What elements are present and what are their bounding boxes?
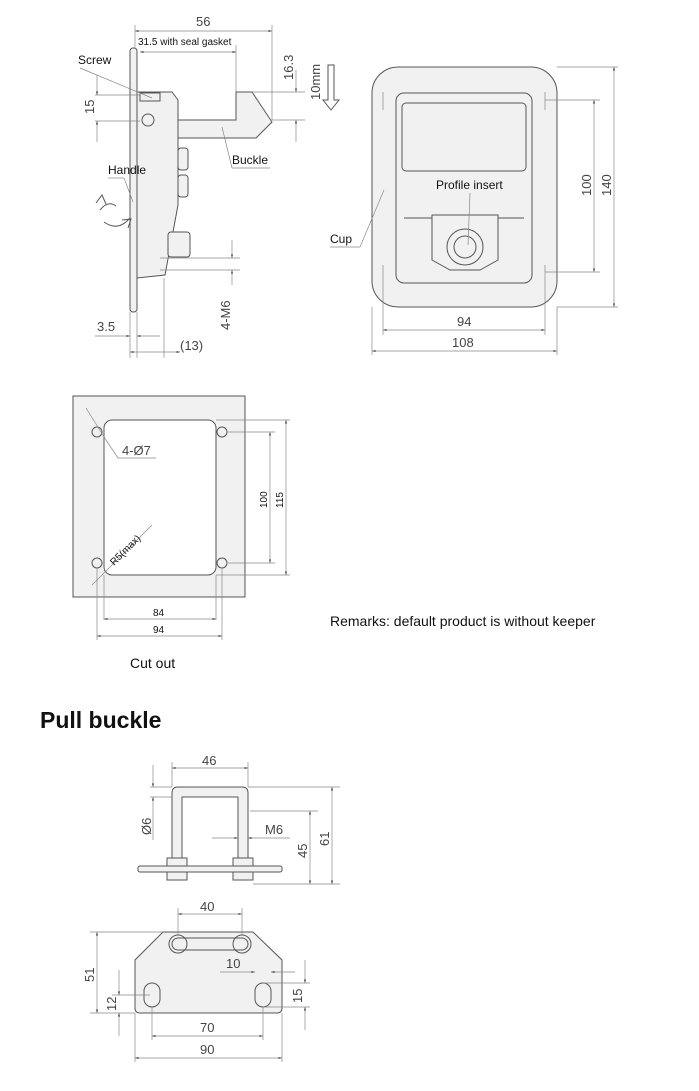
remarks: Remarks: default product is without keep… [330, 613, 596, 629]
handle-paddle [401, 102, 527, 172]
dim-10mm: 10mm [308, 64, 323, 100]
cutout-opening [103, 419, 217, 576]
cutout-caption: Cut out [130, 655, 175, 671]
dim-100: 100 [579, 174, 594, 196]
side-view: 56 31.5 with seal gasket 16.3 10mm 15 4-… [78, 14, 341, 358]
screw-hole [141, 113, 155, 127]
label-buckle: Buckle [232, 153, 268, 167]
dim-gasket: 31.5 with seal gasket [138, 37, 232, 48]
latch-body [136, 91, 179, 279]
dim-16-3: 16.3 [281, 55, 296, 80]
dim-90: 90 [200, 1042, 214, 1057]
dim-108: 108 [452, 335, 474, 350]
dim-15: 15 [290, 989, 305, 1003]
dim-45: 45 [295, 844, 310, 858]
label-cup: Cup [330, 232, 352, 246]
lock-cylinder [446, 228, 484, 266]
dim-15: 15 [82, 100, 97, 114]
dim-10: 10 [226, 956, 240, 971]
dim-51: 51 [82, 968, 97, 982]
dim-3-5: 3.5 [97, 319, 115, 334]
dim-115: 115 [275, 492, 286, 508]
label-profile-insert: Profile insert [436, 178, 503, 192]
dim-94: 94 [457, 314, 471, 329]
down-arrow-icon [321, 64, 341, 111]
front-view: Profile insert Cup 100 140 94 108 [330, 66, 618, 355]
u-bolt-top [171, 937, 249, 951]
pull-buckle-top-view: 40 10 51 12 15 70 90 [82, 899, 310, 1062]
dim-40: 40 [200, 899, 214, 914]
dim-84: 84 [153, 608, 165, 619]
dim-rod-diameter: Ø6 [139, 818, 154, 835]
lock-cylinder [167, 231, 191, 258]
buckle-part [177, 91, 273, 139]
dim-100: 100 [259, 491, 270, 508]
dim-46: 46 [202, 753, 216, 768]
dim-94: 94 [153, 625, 165, 636]
dim-140: 140 [599, 174, 614, 196]
dim-12: 12 [104, 997, 119, 1011]
dim-holes: 4-Ø7 [122, 443, 151, 458]
rotate-arrow-icon [99, 203, 131, 227]
dim-4-m6: 4-M6 [218, 300, 233, 330]
label-screw: Screw [78, 53, 112, 67]
dim-70: 70 [200, 1020, 214, 1035]
dim-m6: M6 [265, 822, 283, 837]
cutout-view: 4-Ø7 R5(max) 100 115 84 94 Cut out [72, 395, 290, 671]
dim-13: (13) [180, 338, 203, 353]
handle-plate [129, 47, 138, 313]
section-title: Pull buckle [40, 707, 161, 733]
dim-56: 56 [196, 14, 210, 29]
pull-buckle-side-view: 46 Ø6 M6 45 61 [137, 753, 340, 885]
dim-61: 61 [317, 832, 332, 846]
label-handle: Handle [108, 163, 146, 177]
u-bolt [171, 786, 249, 861]
base-plate [137, 865, 283, 873]
